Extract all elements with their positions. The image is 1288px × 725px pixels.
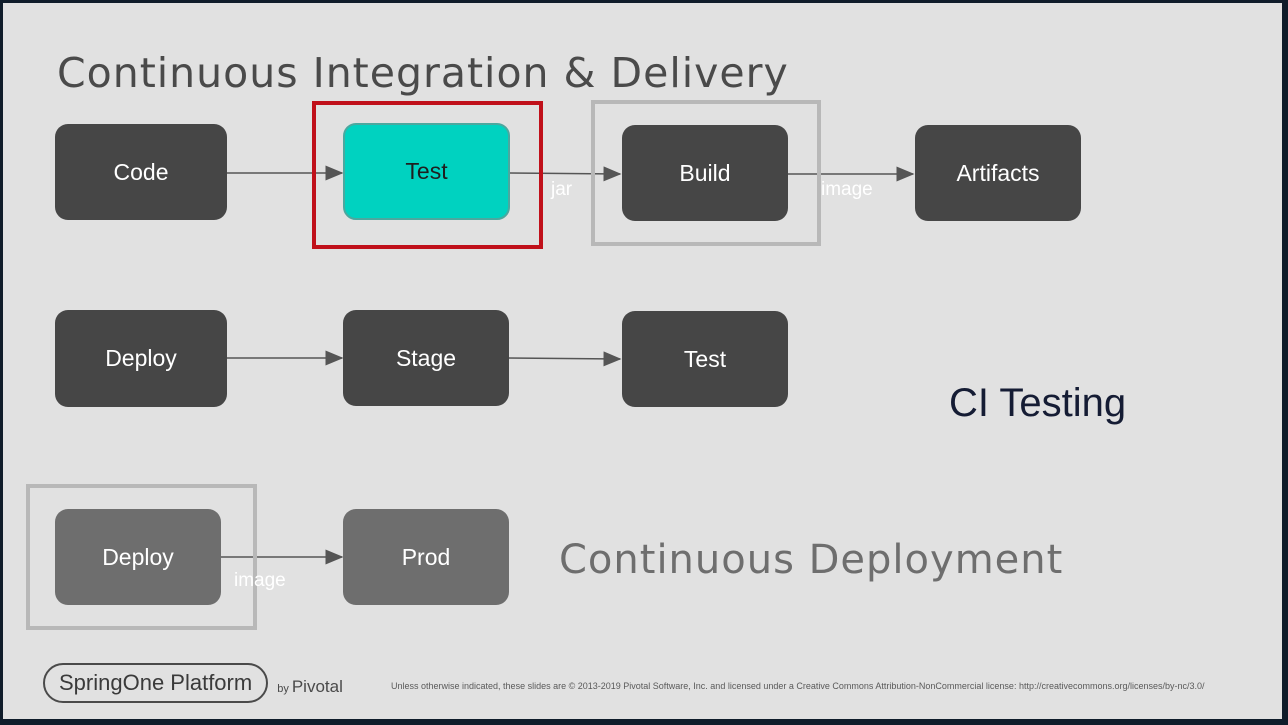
artifacts-box: Artifacts [915, 125, 1081, 221]
slide-title: Continuous Integration & Delivery [57, 49, 789, 97]
prod-box-label: Prod [401, 543, 451, 570]
test-box-highlighted: Test [343, 123, 510, 220]
ci-testing-heading: CI Testing [949, 381, 1127, 425]
build-grey-outline [591, 100, 821, 246]
artifacts-box-label: Artifacts [956, 159, 1040, 186]
license-footer: Unless otherwise indicated, these slides… [391, 681, 1205, 691]
springone-platform-wordmark: SpringOne Platform [43, 663, 269, 703]
build-box: Build [622, 125, 788, 221]
test-box-row2-label: Test [683, 345, 727, 372]
deploy-box-row2: Deploy [55, 310, 227, 407]
deploy-box-row2-label: Deploy [105, 345, 177, 371]
stage-box-label: Stage [395, 344, 457, 371]
continuous-deployment-heading: Continuous Deployment [559, 537, 1064, 583]
deploy-grey-outline [26, 484, 257, 630]
slide: Continuous Integration & Delivery Code T… [3, 3, 1282, 719]
pivotal-wordmark: Pivotal [291, 677, 343, 696]
test-box-label: Test [405, 158, 448, 184]
code-box: Code [55, 124, 227, 220]
logo-by-text: by [277, 683, 289, 695]
build-box-label: Build [679, 159, 731, 186]
arrow-stage-to-test [507, 351, 622, 367]
connector-arrows [220, 165, 915, 565]
deploy-box-row3-label: Deploy [102, 543, 174, 570]
prod-box: Prod [343, 509, 509, 605]
springone-logo: SpringOne Platform by Pivotal [43, 663, 343, 703]
deploy-box-row3: Deploy [55, 509, 221, 605]
image-label-row1: image [821, 179, 873, 200]
test-red-outline [312, 101, 543, 249]
jar-label: jar [551, 179, 573, 200]
arrow-test-to-build [509, 166, 622, 182]
test-box-row2: Test [622, 311, 788, 407]
stage-box: Stage [343, 310, 509, 406]
image-label-row3: image [234, 570, 286, 591]
code-box-label: Code [113, 158, 169, 185]
